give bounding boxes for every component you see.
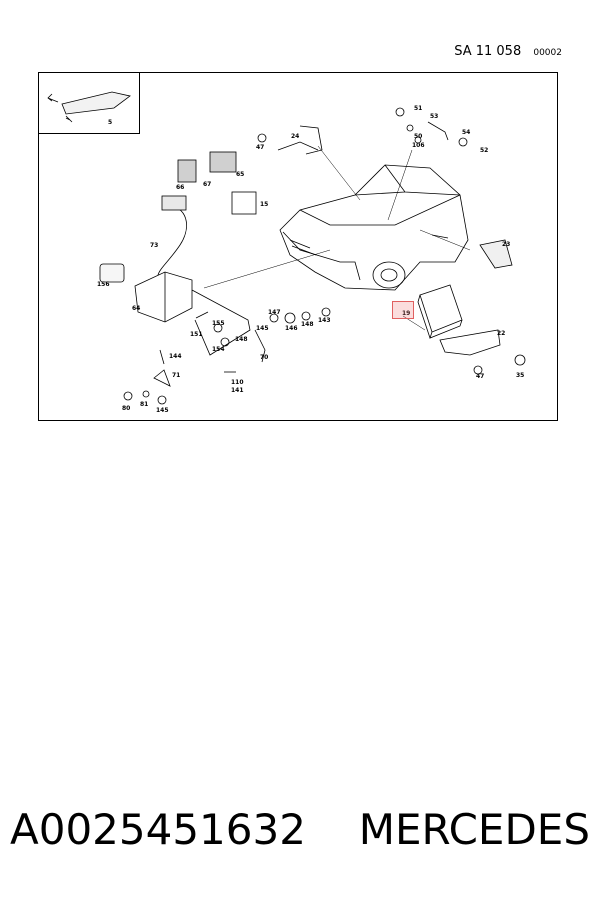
label-54: 54	[462, 129, 470, 136]
label-50: 50	[414, 133, 422, 140]
label-141: 141	[231, 387, 244, 394]
reference-code: SA 11 058	[454, 44, 522, 59]
label-51: 51	[414, 105, 422, 112]
label-24: 24	[291, 133, 299, 140]
label-106: 106	[412, 142, 425, 149]
label-53: 53	[430, 113, 438, 120]
label-65: 65	[236, 171, 244, 178]
car-illustration	[279, 164, 469, 291]
label-148a: 148	[301, 321, 314, 328]
small-hardware	[123, 107, 468, 405]
sheet-code: 00002	[533, 48, 562, 58]
part-number: A0025451632	[10, 805, 306, 854]
label-81: 81	[140, 401, 148, 408]
label-47a: 47	[256, 144, 264, 151]
label-110: 110	[231, 379, 244, 386]
label-71: 71	[172, 372, 180, 379]
label-52: 52	[480, 147, 488, 154]
bracket-22	[439, 329, 526, 375]
label-47b: 47	[476, 373, 484, 380]
label-64: 64	[132, 305, 140, 312]
label-80: 80	[122, 405, 130, 412]
combination-switch-stalk	[47, 91, 131, 123]
label-144: 144	[169, 353, 182, 360]
label-145: 145	[256, 325, 269, 332]
label-148b: 148	[235, 336, 248, 343]
label-66: 66	[176, 184, 184, 191]
diagram-frame	[38, 72, 558, 421]
highlighted-part-marker	[392, 301, 414, 319]
label-23: 23	[502, 241, 510, 248]
actuator-assembly	[99, 125, 513, 356]
control-module-19	[417, 284, 463, 339]
leader-lines	[203, 145, 471, 331]
label-147: 147	[268, 309, 281, 316]
inset-frame	[38, 72, 140, 134]
label-22: 22	[497, 330, 505, 337]
label-143: 143	[318, 317, 331, 324]
label-145b: 145	[156, 407, 169, 414]
diagram-reference: SA 11 058 00002	[454, 44, 562, 59]
label-70: 70	[260, 354, 268, 361]
part-footer: A0025451632 MERCEDES	[10, 805, 590, 854]
label-151: 151	[190, 331, 203, 338]
label-19: 19	[402, 310, 410, 317]
brand-name: MERCEDES	[358, 805, 590, 854]
label-154: 154	[212, 346, 225, 353]
label-73: 73	[150, 242, 158, 249]
label-67: 67	[203, 181, 211, 188]
label-35: 35	[516, 372, 524, 379]
label-146: 146	[285, 325, 298, 332]
label-5: 5	[108, 119, 112, 126]
label-15: 15	[260, 201, 268, 208]
label-155: 155	[212, 320, 225, 327]
label-156: 156	[97, 281, 110, 288]
